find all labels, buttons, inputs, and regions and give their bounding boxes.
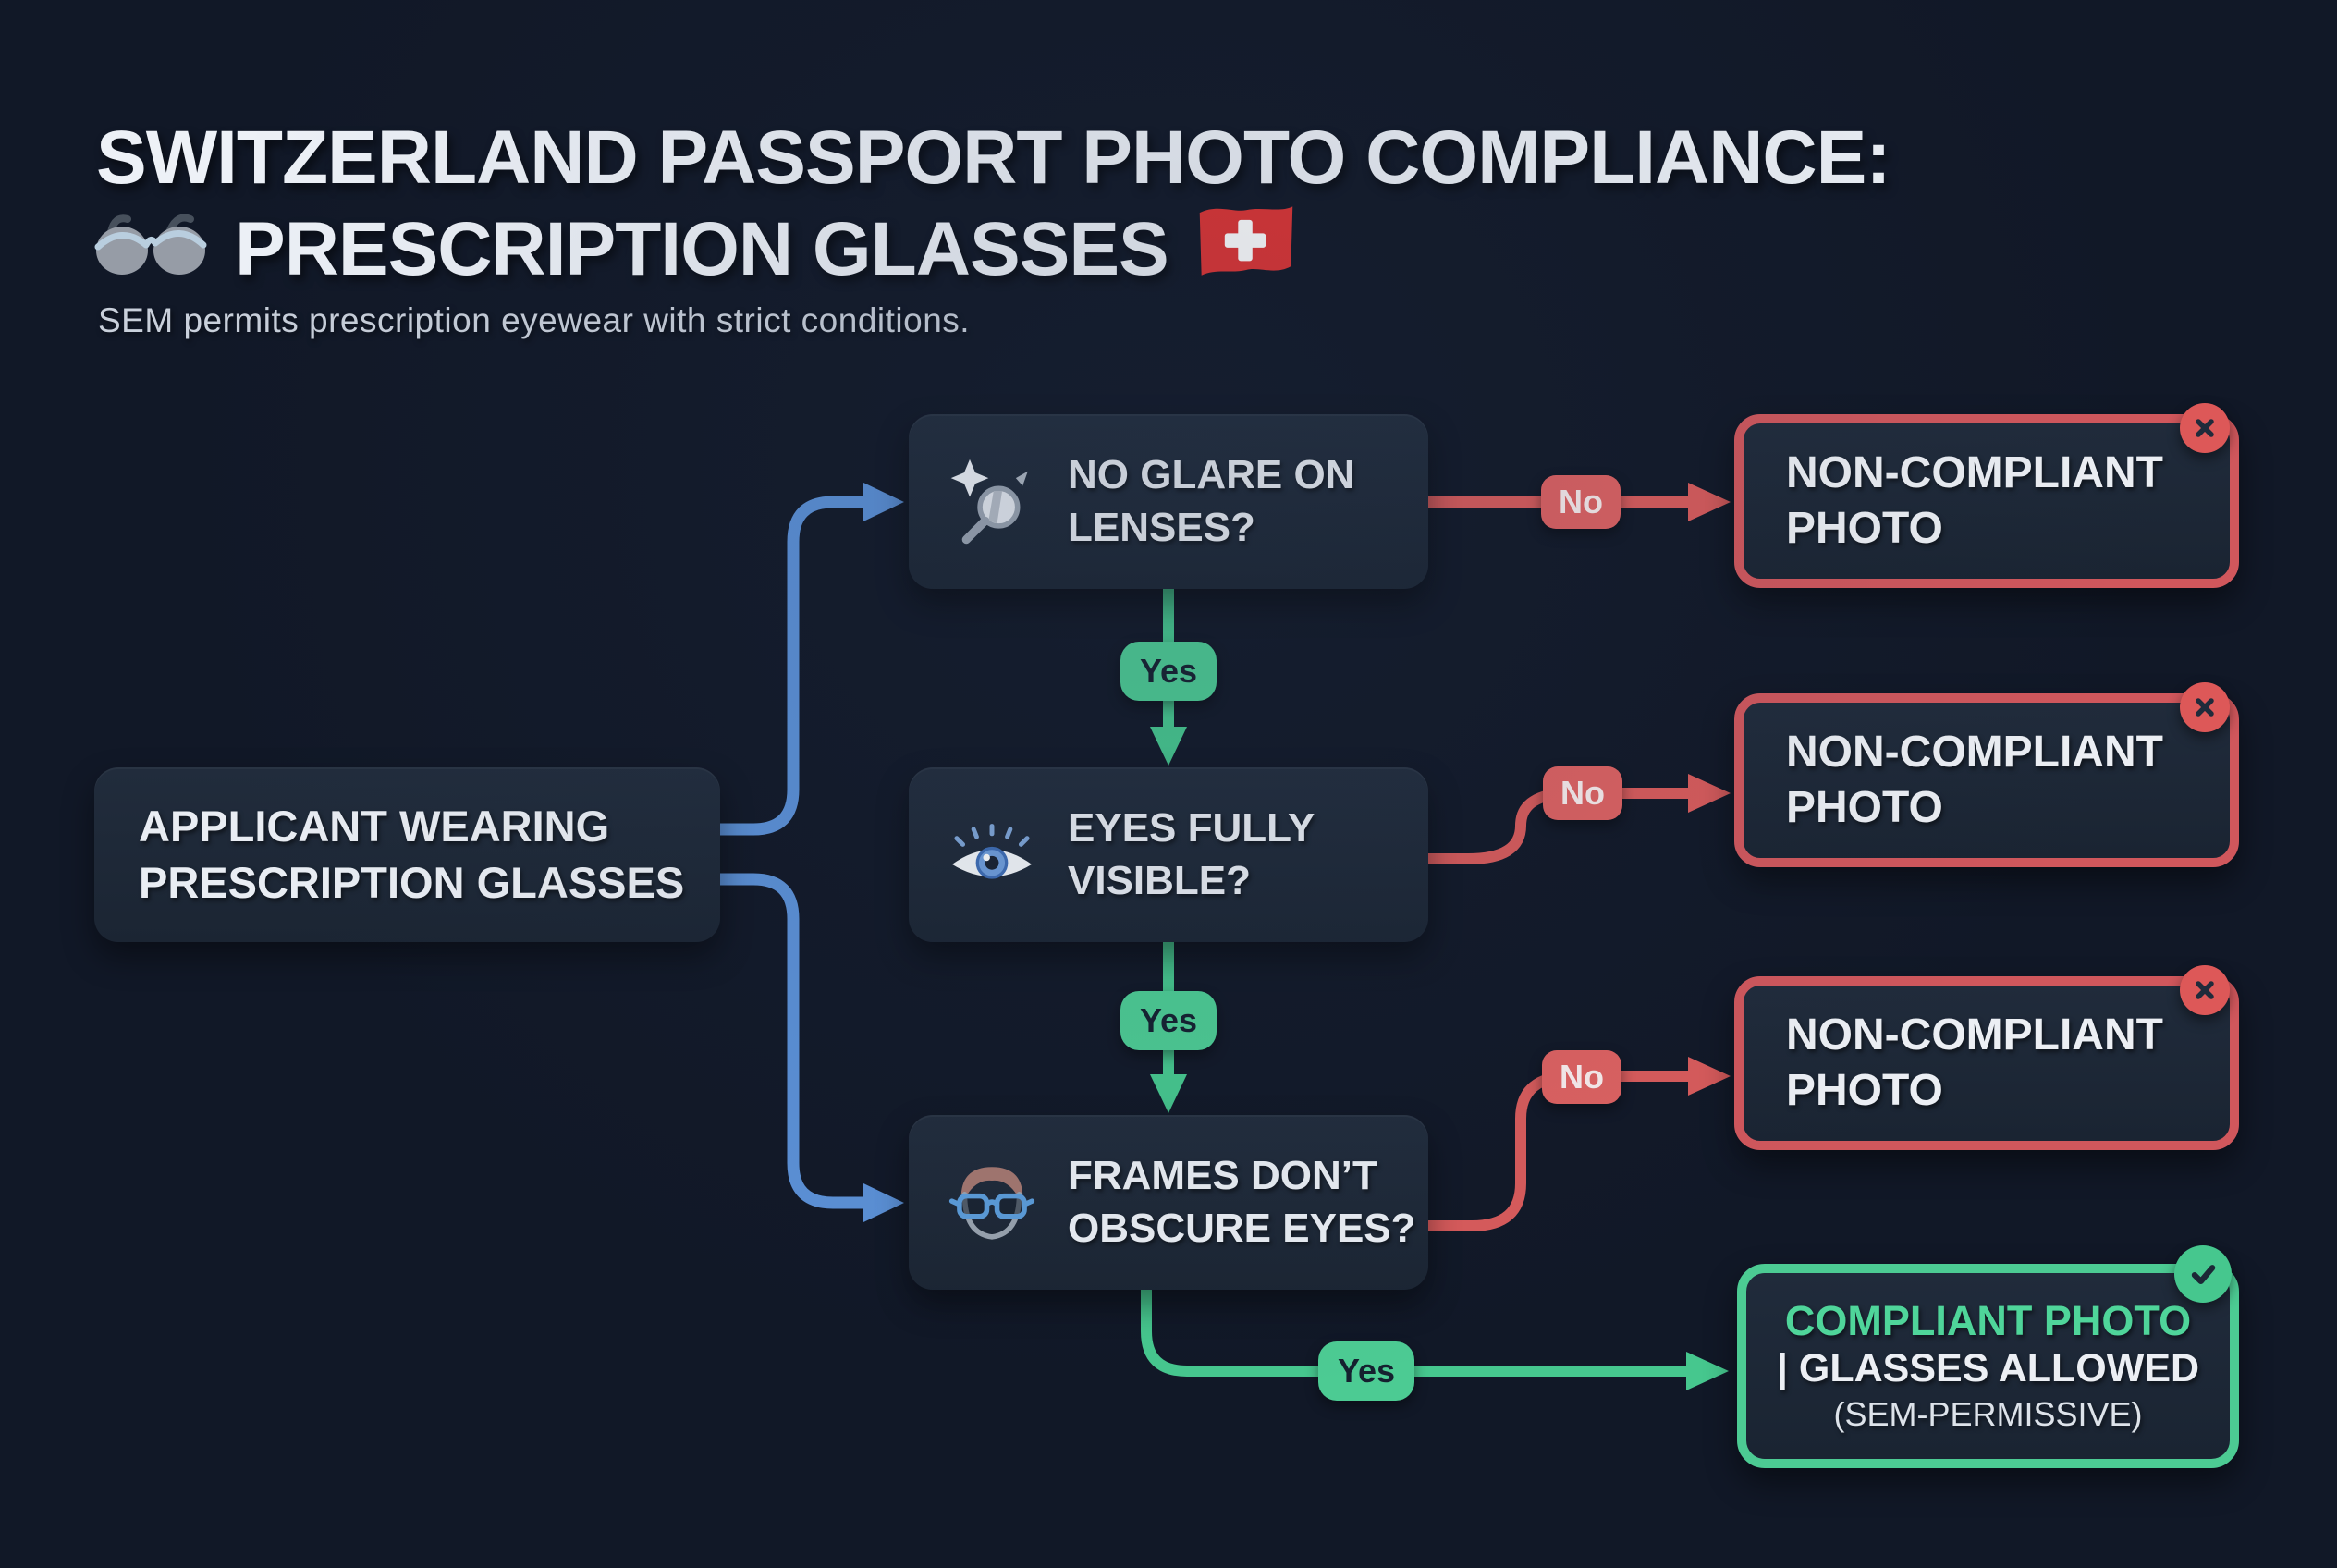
outcome-compliant-subtitle: | GLASSES ALLOWED — [1776, 1346, 2200, 1391]
eye-icon — [948, 820, 1036, 890]
start-node-label: APPLICANT WEARING PRESCRIPTION GLASSES — [139, 802, 685, 907]
x-icon — [2180, 965, 2230, 1015]
edge-label-no-1: No — [1541, 475, 1621, 529]
outcome-non-compliant-3: NON-COMPLIANT PHOTO — [1734, 965, 2239, 1150]
outcome-non-compliant-3-label: NON-COMPLIANT PHOTO — [1786, 1011, 2163, 1115]
decision-glare-label: NO GLARE ON LENSES? — [1068, 452, 1355, 550]
arrowhead-yes-3 — [1686, 1352, 1729, 1390]
decision-frames: FRAMES DON’T OBSCURE EYES? — [909, 1115, 1428, 1290]
arrowhead-no-3 — [1688, 1057, 1731, 1096]
x-icon — [2180, 682, 2230, 732]
edge-label-no-2: No — [1543, 766, 1622, 820]
page-subtitle: SEM permits prescription eyewear with st… — [98, 301, 971, 339]
outcome-compliant-title: COMPLIANT PHOTO — [1784, 1297, 2192, 1345]
page-title-line2: PRESCRIPTION GLASSES — [91, 202, 1300, 298]
start-node: APPLICANT WEARING PRESCRIPTION GLASSES — [94, 767, 720, 942]
edge-label-no-3: No — [1542, 1050, 1621, 1104]
edge-label-yes-3: Yes — [1318, 1341, 1414, 1401]
edge-label-yes-1: Yes — [1120, 642, 1217, 701]
outcome-compliant-note: (SEM-PERMISSIVE) — [1833, 1394, 2143, 1433]
arrowhead-no-1 — [1688, 483, 1731, 521]
decision-glare: NO GLARE ON LENSES? — [909, 414, 1428, 589]
x-icon — [2180, 403, 2230, 453]
page-title-line1: SWITZERLAND PASSPORT PHOTO COMPLIANCE: — [96, 116, 1891, 200]
decision-eyes: EYES FULLY VISIBLE? — [909, 767, 1428, 942]
arrowhead-start-to-frames — [863, 1183, 904, 1222]
outcome-non-compliant-1: NON-COMPLIANT PHOTO — [1734, 403, 2239, 588]
decision-eyes-label: EYES FULLY VISIBLE? — [1068, 805, 1315, 903]
edge-start-to-glare — [714, 496, 870, 836]
arrowhead-yes-1 — [1150, 727, 1187, 766]
edge-label-yes-2: Yes — [1120, 991, 1217, 1050]
sparkle-lens-icon — [948, 458, 1036, 546]
swiss-flag-icon — [1193, 202, 1300, 298]
edge-start-to-frames — [714, 873, 870, 1209]
outcome-non-compliant-2: NON-COMPLIANT PHOTO — [1734, 682, 2239, 867]
glasses-icon — [91, 208, 211, 291]
decision-frames-label: FRAMES DON’T OBSCURE EYES? — [1068, 1153, 1416, 1251]
arrowhead-yes-2 — [1150, 1074, 1187, 1113]
outcome-non-compliant-1-label: NON-COMPLIANT PHOTO — [1786, 448, 2163, 553]
outcome-non-compliant-2-label: NON-COMPLIANT PHOTO — [1786, 728, 2163, 832]
check-icon — [2174, 1245, 2232, 1303]
edge-yes-3 — [1141, 1285, 1692, 1377]
arrowhead-start-to-glare — [863, 483, 904, 521]
arrowhead-no-2 — [1688, 774, 1731, 813]
face-glasses-icon — [948, 1158, 1036, 1247]
page-title-line2-text: PRESCRIPTION GLASSES — [235, 207, 1169, 291]
outcome-compliant: COMPLIANT PHOTO | GLASSES ALLOWED (SEM-P… — [1737, 1245, 2239, 1468]
